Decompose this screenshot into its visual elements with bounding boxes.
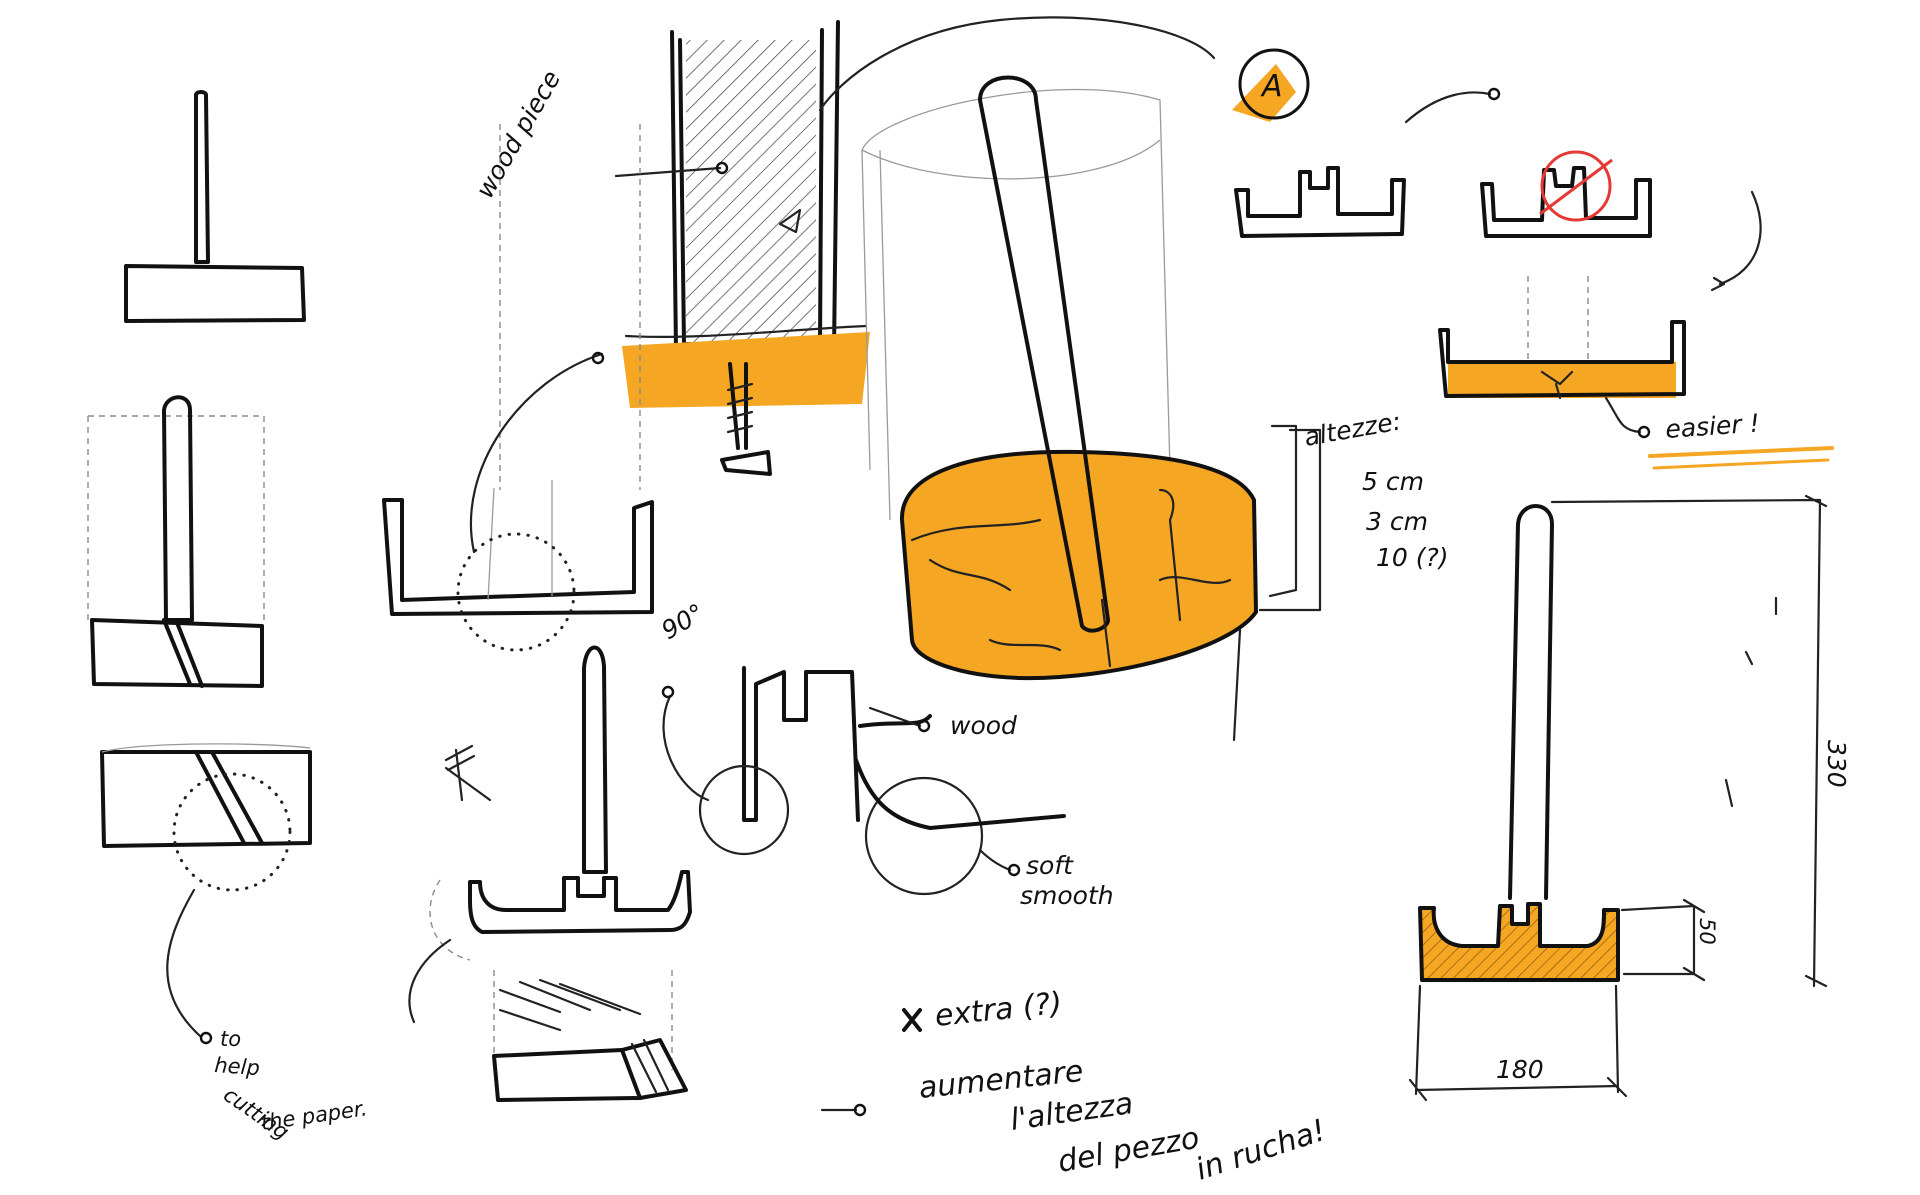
clamp-assembly-sketch [408, 645, 692, 1024]
note-the-paper: the paper. [259, 1096, 368, 1135]
label-wood: wood piece [470, 65, 566, 203]
note-help: help [214, 1053, 261, 1080]
technical-drawing [1408, 494, 1828, 1102]
height-option-1: 5 cm [1362, 467, 1424, 496]
blade-cutter-sketch [492, 970, 688, 1102]
label-soft: soft [1026, 851, 1074, 880]
note-in-rucha: in rucha! [1192, 1113, 1330, 1188]
label-angle: 90° [657, 598, 710, 645]
height-option-2: 3 cm [1366, 507, 1428, 536]
t-shape-sketch [124, 90, 306, 323]
dim-base-height: 50 [1695, 918, 1719, 945]
badge-letter: A [1260, 69, 1283, 104]
dim-width: 180 [1496, 1055, 1544, 1084]
base-easier-sketch [1438, 276, 1834, 470]
profile-options [1234, 87, 1762, 292]
label-smooth: smooth [1020, 881, 1114, 910]
height-options [1268, 424, 1298, 598]
label-altezze: altezze: [1302, 406, 1403, 451]
dim-height: 330 [1822, 740, 1851, 788]
bottom-notes [820, 1008, 922, 1117]
wood-piece-section [614, 16, 1216, 476]
step-profile-sketch [661, 666, 1066, 896]
label-easier: easier ! [1664, 408, 1760, 444]
note-extra: extra (?) [933, 986, 1064, 1034]
paper-roll-front-sketch [87, 395, 265, 688]
height-option-3: 10 (?) [1376, 543, 1449, 572]
label-wood-2: wood [950, 711, 1017, 740]
note-del-pezzo: del pezzo [1055, 1121, 1202, 1180]
u-channel-sketch [382, 124, 654, 652]
note-to-help: to [220, 1027, 241, 1051]
badge-a: A [1232, 48, 1310, 122]
holder-perspective-sketch [861, 75, 1322, 742]
cutting-blade-detail [100, 743, 312, 1045]
